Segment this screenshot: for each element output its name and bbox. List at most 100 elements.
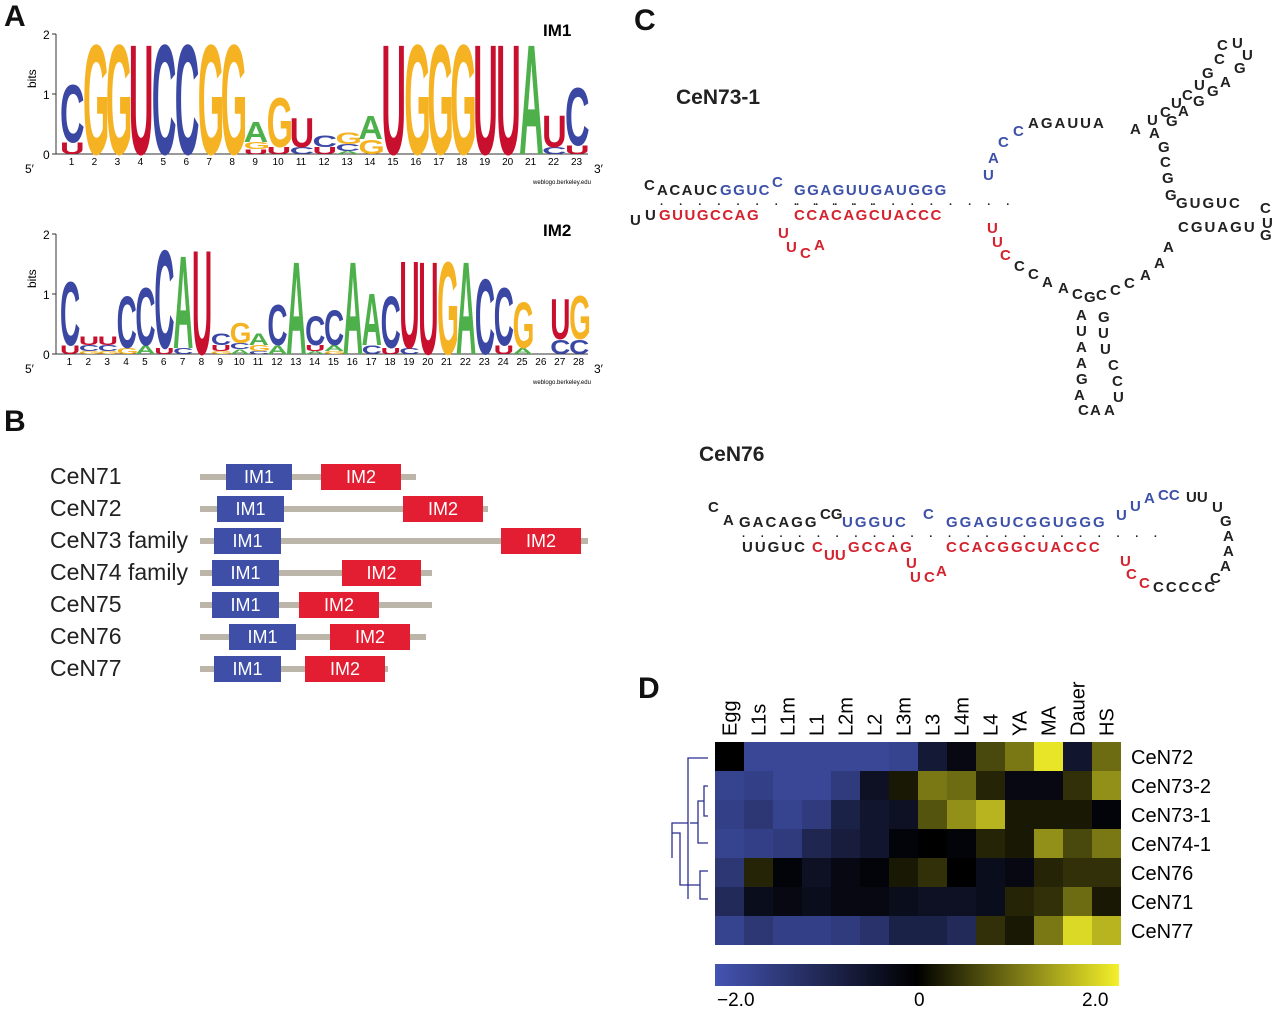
logo-letter: C <box>60 264 80 365</box>
cen73-title: CeN73-1 <box>676 86 761 109</box>
logo-letter: C <box>565 72 590 164</box>
heatmap-row-label: CeN76 <box>1131 863 1193 885</box>
heatmap-cell <box>773 742 802 771</box>
svg-text:A: A <box>814 237 825 254</box>
svg-text:U: U <box>906 555 917 572</box>
logo-position: 15 <box>387 157 399 168</box>
svg-text:G: G <box>1098 309 1110 326</box>
svg-text:C: C <box>1217 37 1228 54</box>
heatmap-cell <box>715 829 744 858</box>
logo-letter: U <box>550 287 570 352</box>
heatmap-cell <box>889 800 918 829</box>
svg-text:G: G <box>1162 170 1174 187</box>
logo-tick: 2 <box>43 228 50 242</box>
heatmap-cell <box>1063 858 1092 887</box>
svg-text:A: A <box>1076 339 1087 356</box>
logo-letter: U <box>542 106 567 157</box>
heatmap-cell <box>802 829 831 858</box>
logo-letter: A <box>358 110 383 146</box>
svg-text:GCCAG: GCCAG <box>848 539 914 556</box>
logo-letter: U <box>313 145 338 156</box>
heatmap-cell <box>1005 829 1034 858</box>
logo-letter: C <box>60 69 85 161</box>
heatmap-cell <box>918 829 947 858</box>
svg-text:GGUC: GGUC <box>720 182 771 199</box>
cen73-loop-left: C <box>644 177 655 194</box>
logo-letter: C <box>305 309 325 355</box>
svg-text:U: U <box>910 569 921 586</box>
logo-letter: U <box>473 13 498 189</box>
heatmap-cell <box>1034 916 1063 945</box>
svg-text:C: C <box>998 134 1009 151</box>
heatmap-cell <box>715 887 744 916</box>
heatmap-cell <box>802 887 831 916</box>
svg-text:A: A <box>988 150 999 167</box>
logo-letter: A <box>343 235 363 383</box>
logo-letter: A <box>324 344 344 353</box>
heatmap-cell <box>1005 916 1034 945</box>
heatmap-cell <box>976 771 1005 800</box>
heatmap-cell <box>1005 800 1034 829</box>
logo-letter: C <box>381 280 401 363</box>
logo-position: 14 <box>364 157 376 168</box>
svg-text:C: C <box>1108 357 1119 374</box>
heatmap-cell <box>947 742 976 771</box>
scale-mid: 0 <box>914 990 925 1008</box>
logo-letter: U <box>244 148 269 155</box>
logo-letter: U <box>399 238 419 376</box>
logo-letter: G <box>221 13 247 189</box>
svg-text:U: U <box>1116 507 1127 524</box>
heatmap-cell <box>1063 771 1092 800</box>
heatmap-column-label: L3 <box>923 714 945 736</box>
heatmap-cell <box>976 858 1005 887</box>
svg-text:G: G <box>1234 60 1246 77</box>
heatmap-cell <box>860 742 889 771</box>
logo-letter: A <box>230 348 251 355</box>
svg-text:U: U <box>1100 341 1111 358</box>
heatmap-cell <box>1092 887 1121 916</box>
logo-position: 10 <box>273 157 285 168</box>
svg-text:C: C <box>1096 287 1107 304</box>
heatmap-column-label: L2 <box>865 714 887 736</box>
svg-text:UU: UU <box>1186 489 1208 506</box>
logo-letter: C <box>313 132 338 151</box>
heatmap-cell <box>802 771 831 800</box>
svg-text:C: C <box>800 245 811 262</box>
svg-text:C: C <box>1214 51 1225 68</box>
heatmap-cell <box>1034 742 1063 771</box>
heatmap-cell <box>744 916 773 945</box>
logo-position: 24 <box>498 357 510 368</box>
im2-box: IM2 <box>403 496 483 522</box>
logo-position: 22 <box>548 157 560 168</box>
logo-title: IM2 <box>543 221 571 240</box>
heatmap-cell <box>1034 771 1063 800</box>
svg-text:A: A <box>1220 558 1231 575</box>
svg-text:C: C <box>1078 402 1089 419</box>
logo-letter: G <box>267 83 293 162</box>
svg-text:C: C <box>812 539 823 556</box>
im2-box: IM2 <box>330 624 410 650</box>
heatmap-cell <box>831 800 860 829</box>
svg-text:GUGUC: GUGUC <box>1176 195 1242 212</box>
svg-text:U: U <box>1262 215 1273 232</box>
svg-text:A: A <box>1163 239 1174 256</box>
heatmap-cell <box>860 829 889 858</box>
heatmap-cell <box>831 858 860 887</box>
panel-letter-b: B <box>4 405 26 438</box>
logo-position: 8 <box>229 157 235 168</box>
heatmap-cell <box>773 916 802 945</box>
heatmap-cell <box>744 742 773 771</box>
svg-text:GACAGG: GACAGG <box>739 514 819 531</box>
svg-text:UUGUC: UUGUC <box>742 539 807 556</box>
heatmap-column-label: L1m <box>778 697 800 736</box>
svg-text:C: C <box>1139 575 1150 592</box>
svg-text:CCCCC: CCCCC <box>1153 579 1217 596</box>
logo-position: 12 <box>318 157 330 168</box>
heatmap-column-label: MA <box>1039 705 1061 736</box>
svg-text:UGGUC: UGGUC <box>842 514 908 531</box>
logo-letter: U <box>290 111 315 157</box>
logo-letter: A <box>244 115 269 148</box>
logo-position: 5 <box>142 357 148 368</box>
